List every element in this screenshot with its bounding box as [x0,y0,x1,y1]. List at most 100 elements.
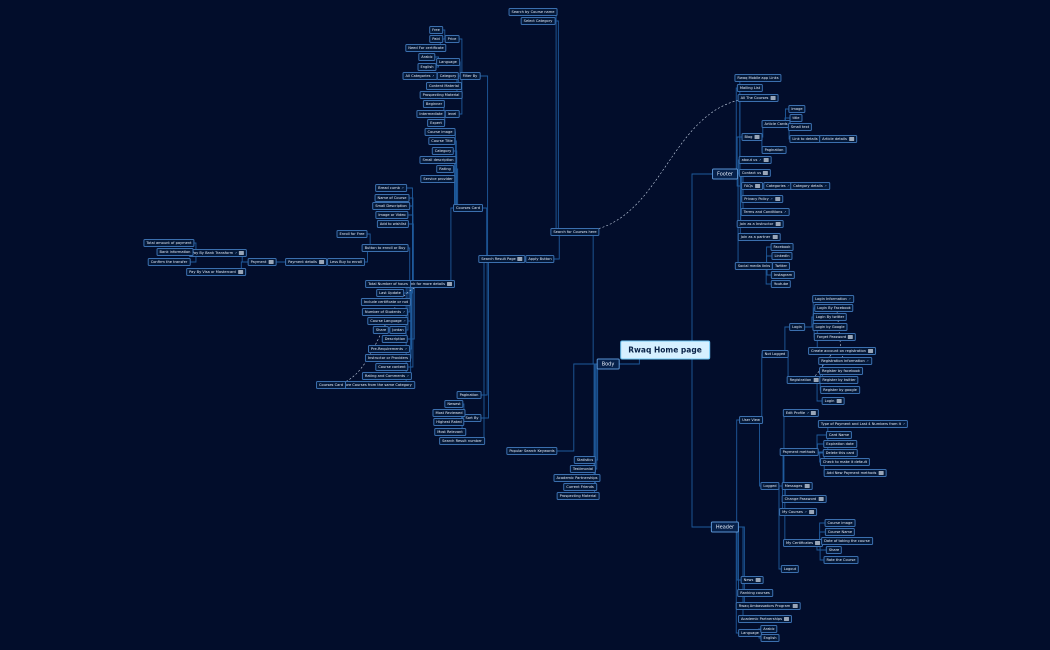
node-ambassadors[interactable]: Rwaq Ambassadors Program [735,602,801,610]
node-need-certificate[interactable]: Need For certificate [405,44,447,52]
node-terms[interactable]: Terms and Conditions↗ [740,208,790,216]
node-less-buy-course[interactable]: Less Buy to enroll [327,258,365,266]
node-rwaq-mobile-app[interactable]: Rwaq Mobile app Links [734,74,782,82]
link-icon[interactable]: ↗ [431,73,435,78]
node-share-cert[interactable]: Share [825,546,843,554]
node-search-result-number[interactable]: Search Result number [439,437,485,445]
node-pre-requirements[interactable]: Pre-Requirements↗ [367,345,411,353]
node-instructor-providers[interactable]: Instructor or Providers [364,354,412,362]
link-icon[interactable]: ↗ [406,373,410,378]
node-categories[interactable]: Categories↗ [763,182,793,190]
node-testimonial[interactable]: Testimonial [569,465,597,473]
link-icon[interactable]: ↗ [404,346,408,351]
node-edit-profile[interactable]: Edit Profile↗ [782,409,820,417]
node-small-description-2[interactable]: Small Description [372,202,410,210]
node-body[interactable]: Body [596,358,620,370]
node-filter-by[interactable]: Filter By [459,72,481,80]
node-number-of-students[interactable]: Number of Students↗ [361,308,409,316]
node-jordan[interactable]: Jordan [389,326,407,334]
link-icon[interactable]: ↗ [787,183,790,188]
node-linkedin[interactable]: LinkedIn [771,252,793,260]
node-intermediate[interactable]: Intermediate [416,110,446,118]
node-level[interactable]: level [444,110,460,118]
node-bank-information[interactable]: Bank information [156,248,194,256]
node-content-material[interactable]: Content Material [425,82,463,90]
node-facebook[interactable]: Facebook [770,243,794,251]
node-login-google[interactable]: Login by Google [812,323,848,331]
node-header[interactable]: Header [710,521,740,533]
link-icon[interactable]: ↗ [806,410,810,415]
node-pagination[interactable]: Pagination [456,391,482,399]
node-name-of-course[interactable]: Name of Course [374,194,410,202]
node-create-account[interactable]: Create account on registration [808,347,876,355]
link-icon[interactable]: ↗ [866,358,869,363]
node-footer[interactable]: Footer [712,168,738,180]
node-all-categories[interactable]: All Categories↗ [402,72,438,80]
node-pagination-blog[interactable]: Pagination [761,146,787,154]
node-payment[interactable]: Payment [247,258,277,266]
node-arabic-header[interactable]: Arabic [760,625,778,633]
node-add-to-wishlist[interactable]: Add to wishlist [376,220,410,228]
node-course-title[interactable]: Course Title [428,137,456,145]
node-change-password[interactable]: Change Password [781,495,827,503]
node-instagram[interactable]: Instagram [770,271,796,279]
node-more-courses-same-category[interactable]: More Courses from the same Category [339,381,415,389]
node-statistics[interactable]: Statistics [573,456,597,464]
node-faqs[interactable]: FAQs [741,182,763,190]
node-image-blog[interactable]: Image [788,105,806,113]
node-small-description[interactable]: Small description [419,156,457,164]
node-beginner[interactable]: Beginner [422,100,446,108]
node-courses-card-2[interactable]: Courses Card [316,381,346,389]
node-not-logged[interactable]: Not Logged [761,350,789,358]
node-rwaq-home[interactable]: Rwaq Home page [620,340,710,360]
node-price[interactable]: Price [444,35,460,43]
node-rating-comments[interactable]: Rating and Comments↗ [361,372,413,380]
node-check-default[interactable]: Check to make it default [819,458,871,466]
node-register-facebook[interactable]: Register by facebook [819,367,863,375]
node-english-header[interactable]: English [760,634,780,642]
node-logout[interactable]: Logout [780,565,800,573]
node-academic-partnerships-header[interactable]: Academic Partnerships [737,615,793,623]
node-pay-visa[interactable]: Pay By Visa or Mastercard [186,268,246,276]
node-search-course-name[interactable]: Search by Course name [508,8,558,16]
node-english-filter[interactable]: English [417,63,437,71]
node-my-courses[interactable]: My Courses↗ [779,508,817,516]
node-payment-details[interactable]: Payment details [285,258,327,266]
node-paid[interactable]: Paid [429,35,443,43]
link-icon[interactable]: ↗ [824,183,827,188]
node-courses-card[interactable]: Courses Card [453,204,483,212]
node-login-reg[interactable]: Login [821,397,845,405]
node-cert-course-image[interactable]: Course image [824,519,856,527]
node-course-content[interactable]: Course content [375,363,409,371]
node-expert[interactable]: Expert [427,119,445,127]
node-language-header[interactable]: Language [738,629,762,637]
link-icon[interactable]: ↗ [403,318,406,323]
node-button-enroll-buy[interactable]: Button to enroll or Buy [361,244,409,252]
node-forget-password[interactable]: Forget Password [813,333,857,341]
node-date-taking[interactable]: Date of taking the course [821,537,873,545]
node-free[interactable]: Free [429,26,443,34]
node-category-details[interactable]: Category details↗ [790,182,830,190]
link-icon[interactable]: ↗ [770,196,773,201]
node-service-provider[interactable]: Service provider [420,175,456,183]
node-highest-rated[interactable]: Highest Rated [433,418,465,426]
node-share[interactable]: Share [372,326,390,334]
link-icon[interactable]: ↗ [758,157,762,162]
node-join-partner[interactable]: Join as a partner [737,233,781,241]
link-icon[interactable]: ↗ [804,509,807,514]
node-login-information[interactable]: Login Information↗ [812,295,854,303]
node-all-courses[interactable]: All The Courses [737,94,779,102]
node-social-media[interactable]: Social media links [734,262,774,270]
node-last-update[interactable]: Last Update [376,289,404,297]
node-user-view[interactable]: User View [739,416,763,424]
node-popular-search-keywords[interactable]: Popular Search Keywords [506,447,558,455]
node-category-card[interactable]: Category [431,147,455,155]
node-registration-information[interactable]: Registration information↗ [818,357,872,365]
node-pay-bank-transform[interactable]: Pay By Bank Transform↗ [188,249,248,257]
node-most-relevant[interactable]: Most Relevant [434,428,466,436]
node-rating[interactable]: Rating [436,165,454,173]
node-small-text[interactable]: Small text [787,123,813,131]
node-add-payment-method[interactable]: Add New Payment methods [823,469,887,477]
node-prospecting-material-body[interactable]: Prospecting Material [556,492,600,500]
node-expiration-date[interactable]: Expiration date [823,440,857,448]
